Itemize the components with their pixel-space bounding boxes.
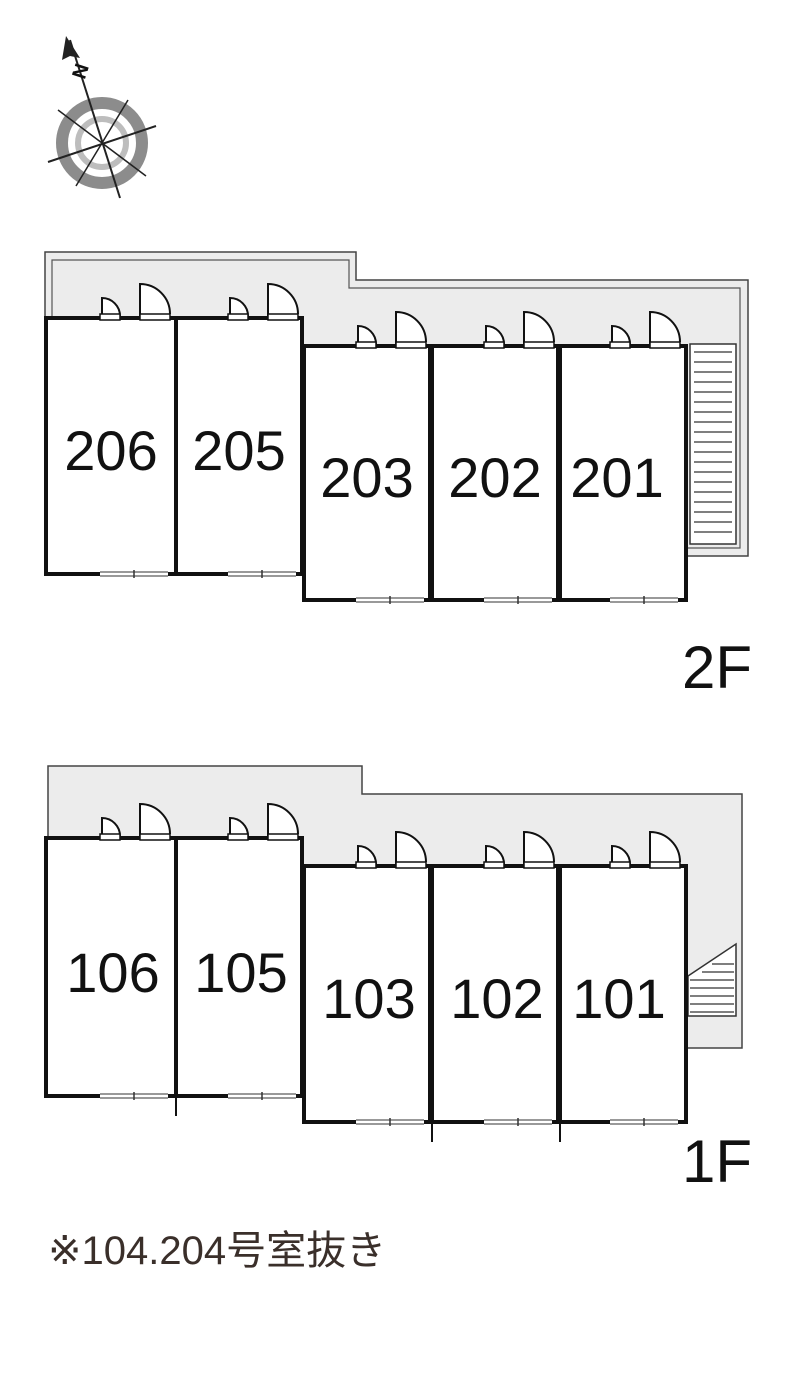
room-206 bbox=[44, 282, 178, 578]
room-label: 203 bbox=[320, 446, 413, 509]
room-102 bbox=[430, 830, 560, 1126]
room-label: 106 bbox=[66, 941, 159, 1004]
room-103 bbox=[302, 830, 432, 1126]
floor-label-2f: 2F bbox=[682, 634, 752, 701]
floor-2f: 206 205 203 202 201 2F bbox=[44, 251, 752, 701]
room-101 bbox=[558, 830, 688, 1126]
room-label: 102 bbox=[450, 967, 543, 1030]
room-105 bbox=[174, 802, 304, 1100]
room-205 bbox=[174, 282, 304, 578]
room-202 bbox=[430, 310, 560, 604]
room-label: 202 bbox=[448, 446, 541, 509]
room-106 bbox=[44, 802, 178, 1100]
floor-label-1f: 1F bbox=[682, 1128, 752, 1195]
room-label: 105 bbox=[194, 941, 287, 1004]
room-label: 103 bbox=[322, 967, 415, 1030]
staircase-2f bbox=[689, 343, 737, 545]
room-label: 206 bbox=[64, 419, 157, 482]
room-label: 201 bbox=[570, 446, 663, 509]
compass-north-label: N bbox=[68, 61, 93, 82]
compass-rose-icon: N bbox=[47, 36, 157, 199]
room-201 bbox=[558, 310, 688, 604]
room-label: 101 bbox=[572, 967, 665, 1030]
room-label: 205 bbox=[192, 419, 285, 482]
room-203 bbox=[302, 310, 432, 604]
floor-1f: 106 105 103 102 101 1F bbox=[44, 765, 752, 1195]
excluded-rooms-note: ※104.204号室抜き bbox=[48, 1229, 387, 1273]
